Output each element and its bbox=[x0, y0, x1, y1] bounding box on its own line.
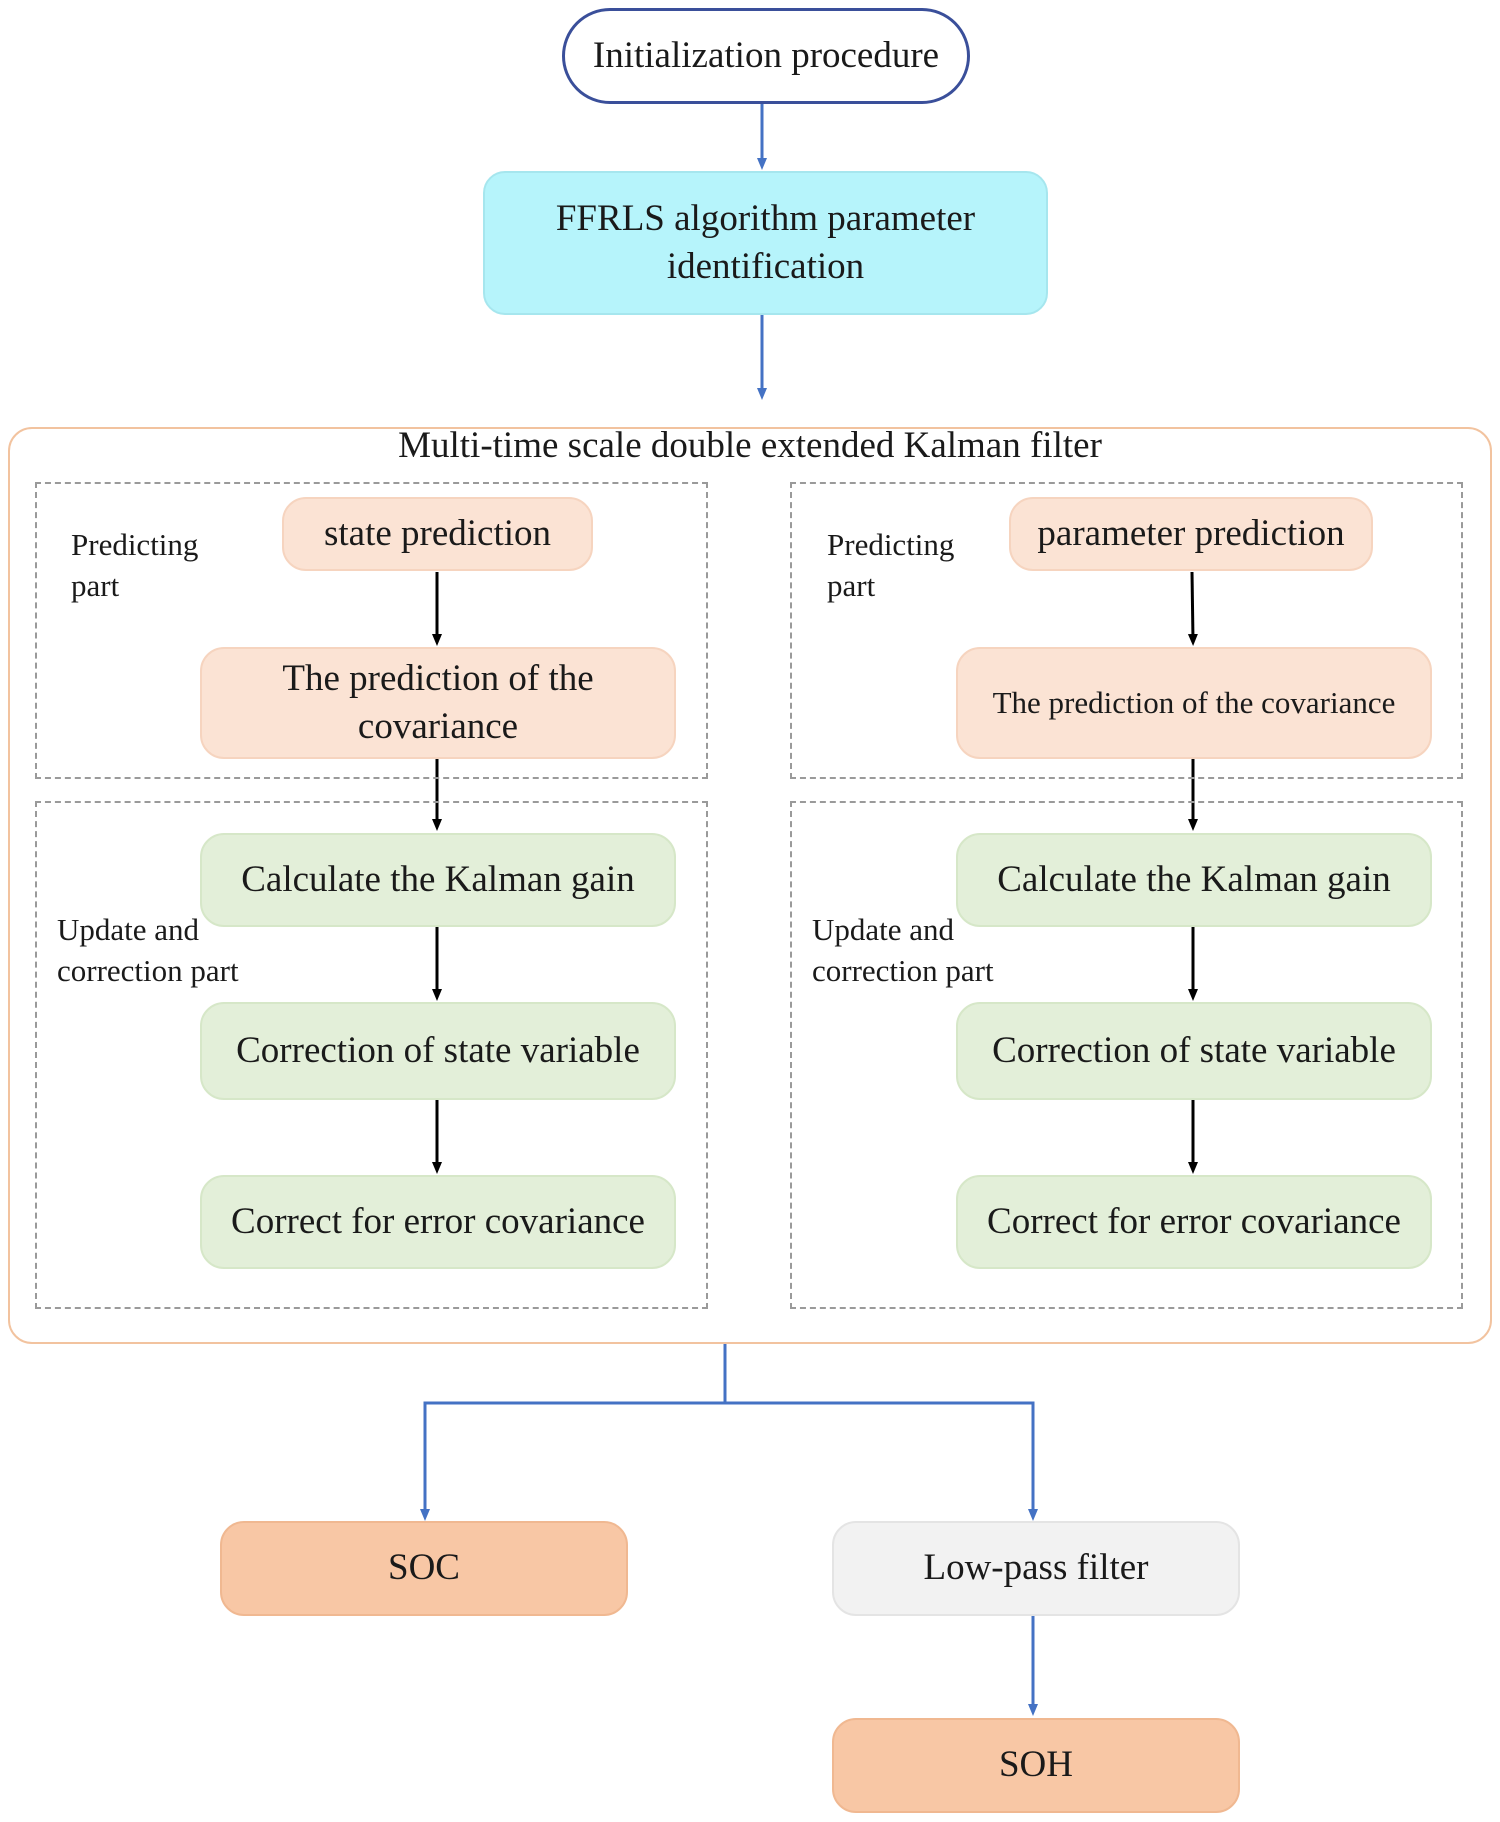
right-state-correction-node: Correction of state variable bbox=[956, 1002, 1432, 1100]
right-kalman-gain-label: Calculate the Kalman gain bbox=[997, 858, 1391, 900]
ffrls-label-line2: identification bbox=[666, 246, 865, 287]
parameter-prediction-node: parameter prediction bbox=[1009, 497, 1373, 571]
right-update-label: Update and correction part bbox=[812, 910, 994, 992]
left-update-label-line2: correction part bbox=[57, 952, 239, 988]
left-covariance-prediction-line1: The prediction of the bbox=[282, 657, 594, 699]
kalman-filter-title: Multi-time scale double extended Kalman … bbox=[398, 425, 1102, 466]
left-update-label-line1: Update and bbox=[57, 912, 200, 947]
left-state-correction-node: Correction of state variable bbox=[200, 1002, 676, 1100]
ffrls-label-line1: FFRLS algorithm parameter bbox=[555, 197, 976, 239]
right-error-covariance-label: Correct for error covariance bbox=[987, 1200, 1401, 1242]
low-pass-filter-node: Low-pass filter bbox=[832, 1521, 1240, 1616]
right-predicting-label-line2: part bbox=[827, 567, 876, 603]
left-predicting-label-line1: Predicting bbox=[71, 527, 199, 562]
right-update-group bbox=[790, 801, 1463, 1309]
soh-node: SOH bbox=[832, 1718, 1240, 1813]
arrow-filter-to-soc bbox=[420, 1344, 727, 1521]
initialization-label: Initialization procedure bbox=[592, 34, 940, 76]
left-state-correction-label: Correction of state variable bbox=[236, 1029, 640, 1071]
right-predicting-group bbox=[790, 482, 1463, 779]
left-error-covariance-node: Correct for error covariance bbox=[200, 1175, 676, 1269]
right-update-label-line2: correction part bbox=[812, 952, 994, 988]
right-covariance-prediction-node: The prediction of the covariance bbox=[956, 647, 1432, 759]
initialization-node: Initialization procedure bbox=[562, 8, 970, 104]
left-error-covariance-label: Correct for error covariance bbox=[231, 1200, 645, 1242]
left-covariance-prediction-node: The prediction of the covariance bbox=[200, 647, 676, 759]
low-pass-filter-label: Low-pass filter bbox=[923, 1547, 1149, 1589]
left-predicting-group bbox=[35, 482, 708, 779]
left-covariance-prediction-line2: covariance bbox=[357, 706, 519, 747]
kalman-filter-container bbox=[8, 427, 1492, 1344]
right-kalman-gain-node: Calculate the Kalman gain bbox=[956, 833, 1432, 927]
parameter-prediction-label: parameter prediction bbox=[1037, 512, 1345, 554]
arrow-filter-to-lowpass bbox=[725, 1401, 1038, 1521]
left-update-label: Update and correction part bbox=[57, 910, 239, 992]
right-predicting-label: Predicting part bbox=[827, 525, 954, 607]
soc-node: SOC bbox=[220, 1521, 628, 1616]
left-kalman-gain-node: Calculate the Kalman gain bbox=[200, 833, 676, 927]
soh-label: SOH bbox=[998, 1744, 1074, 1786]
soc-label: SOC bbox=[388, 1547, 460, 1589]
state-prediction-node: state prediction bbox=[282, 497, 593, 571]
left-kalman-gain-label: Calculate the Kalman gain bbox=[241, 858, 635, 900]
right-covariance-prediction-label: The prediction of the covariance bbox=[992, 684, 1396, 720]
state-prediction-label: state prediction bbox=[323, 512, 552, 554]
left-predicting-label-line2: part bbox=[71, 567, 120, 603]
left-update-group bbox=[35, 801, 708, 1309]
right-error-covariance-node: Correct for error covariance bbox=[956, 1175, 1432, 1269]
left-predicting-label: Predicting part bbox=[71, 525, 198, 607]
arrow-right-1 bbox=[1187, 571, 1198, 646]
right-predicting-label-line1: Predicting bbox=[827, 527, 955, 562]
right-state-correction-label: Correction of state variable bbox=[992, 1029, 1396, 1071]
right-update-label-line1: Update and bbox=[812, 912, 955, 947]
ffrls-node: FFRLS algorithm parameter identification bbox=[483, 171, 1048, 315]
